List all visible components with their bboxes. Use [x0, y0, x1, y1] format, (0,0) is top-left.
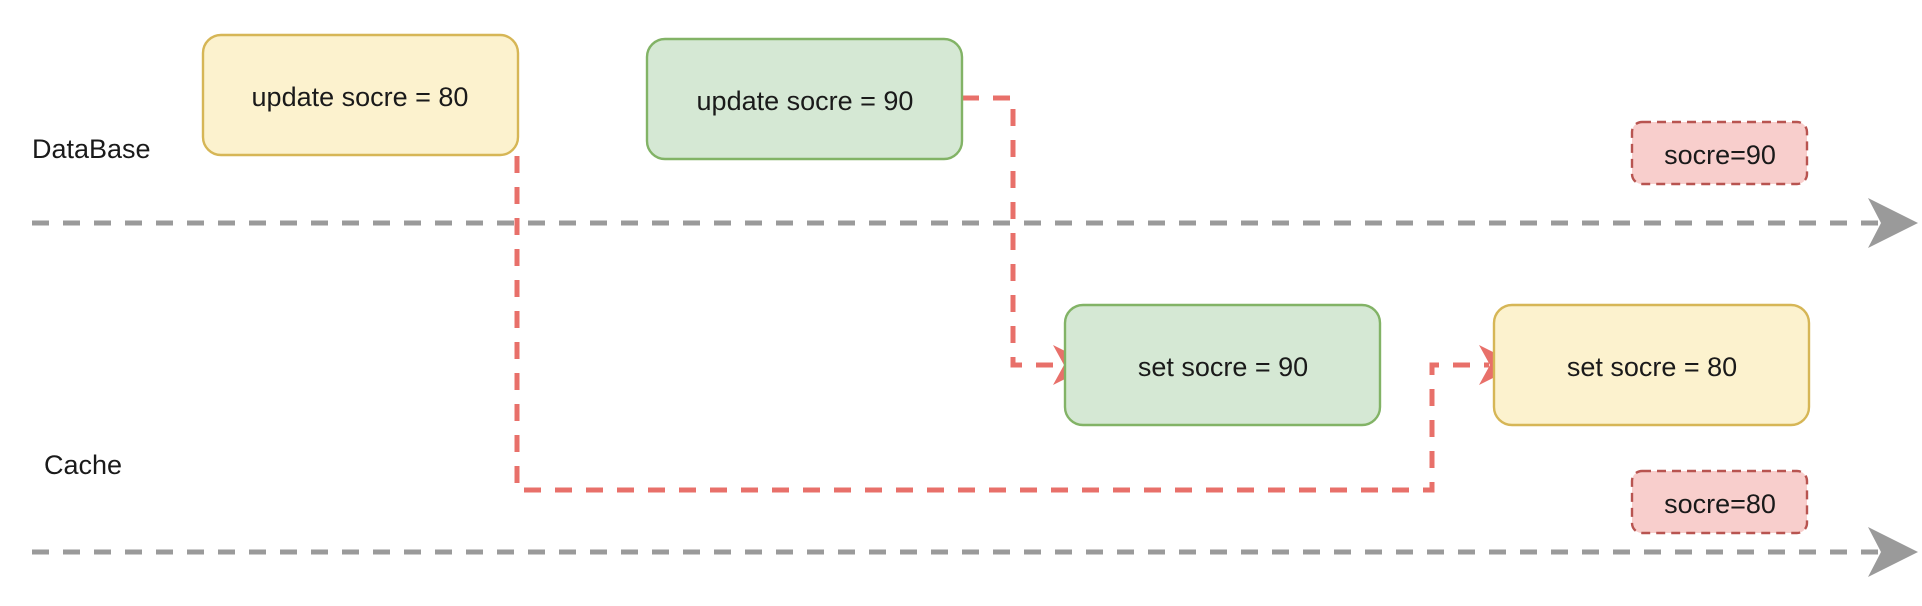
lane-label-database: DataBase: [32, 134, 151, 164]
node-update-socre-90[interactable]: update socre = 90: [645, 37, 964, 161]
node-set-socre-90-box[interactable]: [1063, 303, 1382, 427]
node-update-socre-80-box[interactable]: [201, 33, 520, 157]
node-set-socre-80[interactable]: set socre = 80: [1492, 303, 1811, 427]
badge-cache-final-value-box: [1630, 469, 1809, 535]
node-set-socre-90[interactable]: set socre = 90: [1063, 303, 1382, 427]
node-update-socre-80-label: update socre = 80: [252, 82, 469, 112]
badge-database-final-value-box: [1630, 120, 1809, 186]
node-update-socre-90-label: update socre = 90: [697, 86, 914, 116]
badge-cache-final-value: socre=80: [1630, 469, 1809, 535]
flow-update90-to-set90: [962, 95, 1093, 385]
badge-cache-final-value-label: socre=80: [1664, 489, 1776, 519]
badge-database-final-value-label: socre=90: [1664, 140, 1776, 170]
badge-database-final-value: socre=90: [1630, 120, 1809, 186]
node-set-socre-90-label: set socre = 90: [1138, 352, 1308, 382]
node-update-socre-80[interactable]: update socre = 80: [201, 33, 520, 157]
lane-label-cache: Cache: [44, 450, 122, 480]
node-update-socre-90-box[interactable]: [645, 37, 964, 161]
node-set-socre-80-box[interactable]: [1492, 303, 1811, 427]
flow-update80-to-set80: [514, 156, 1519, 493]
node-set-socre-80-label: set socre = 80: [1567, 352, 1737, 382]
